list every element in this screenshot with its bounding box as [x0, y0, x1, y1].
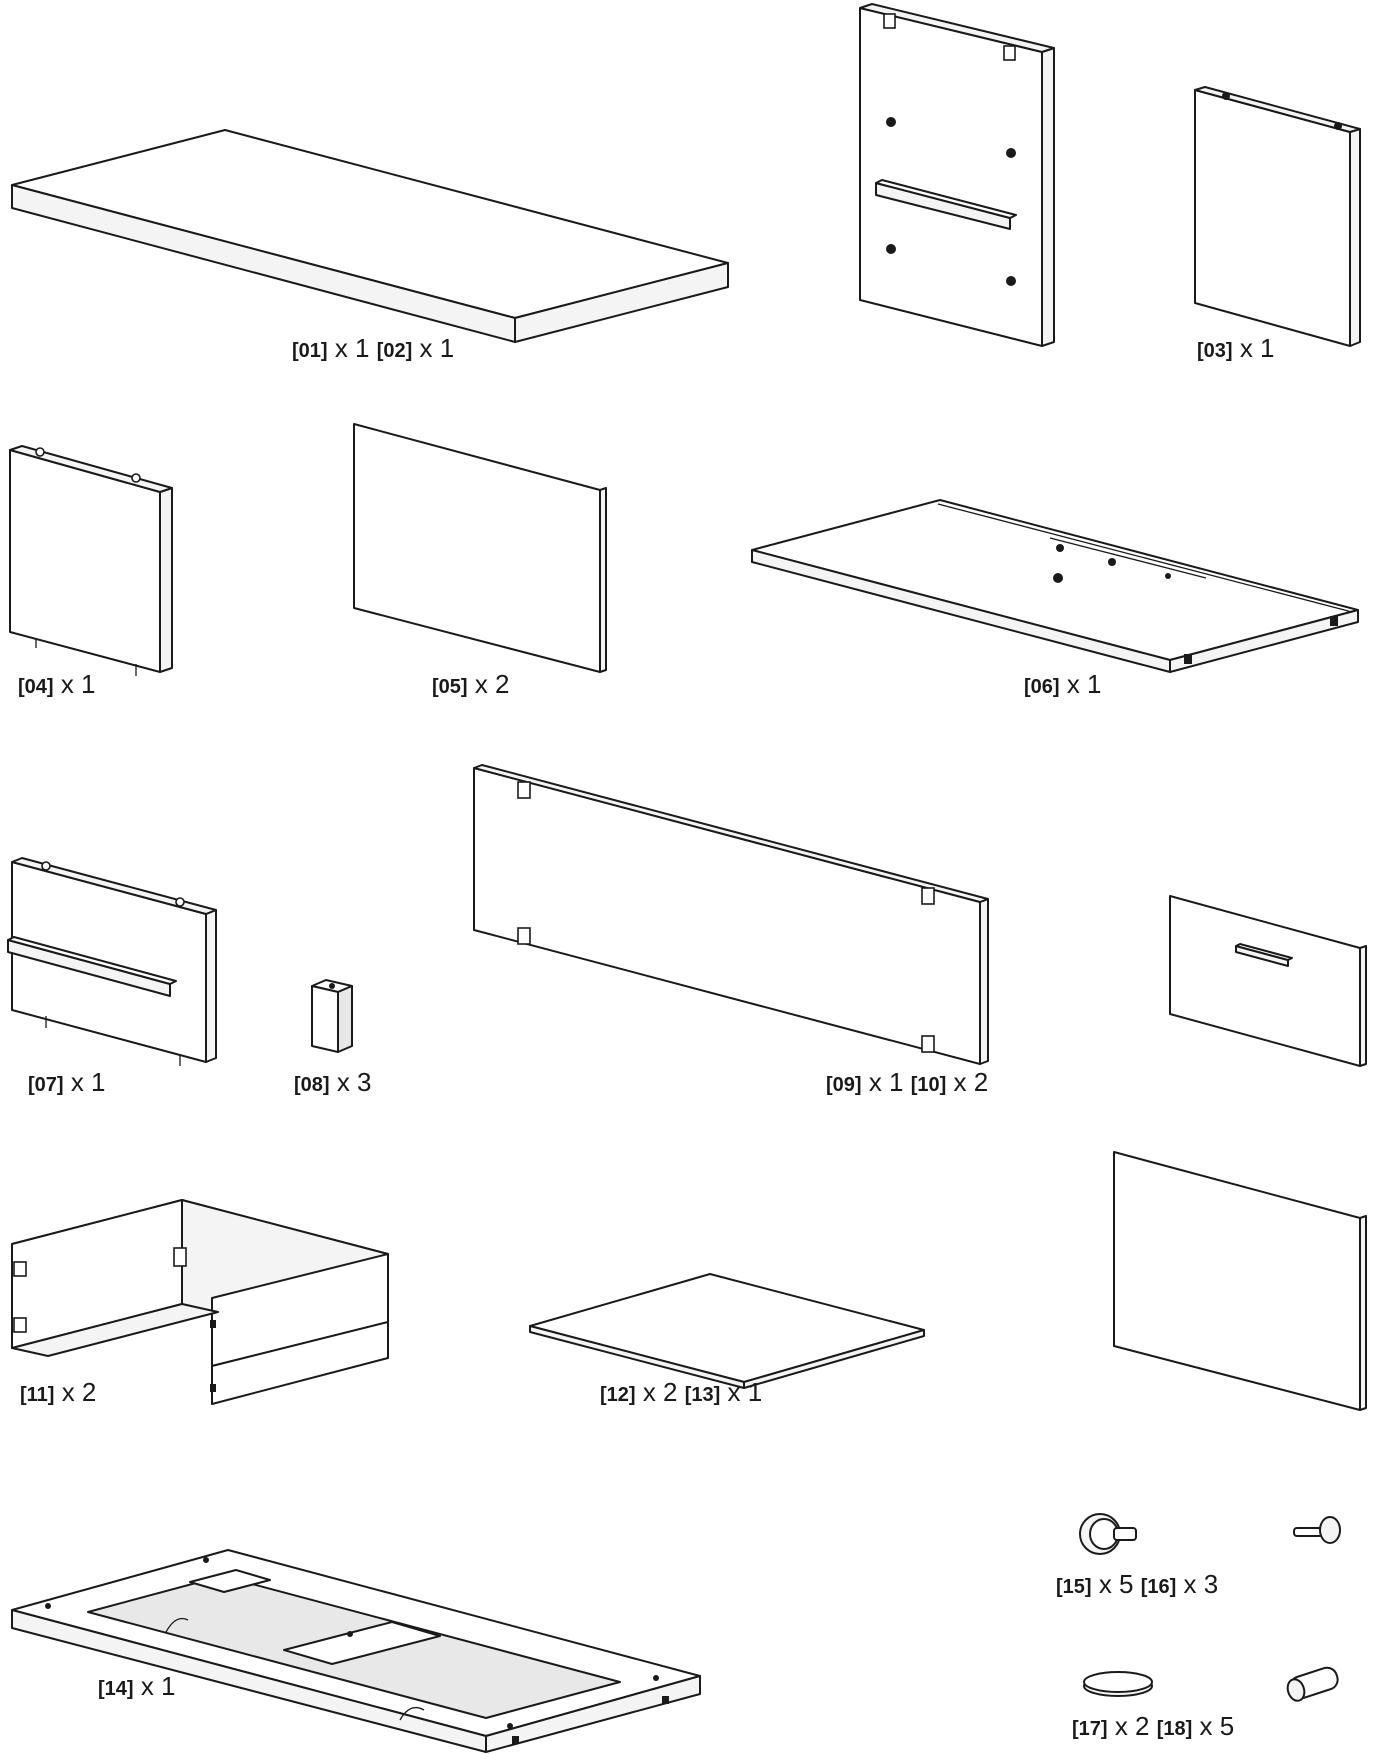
disc-17-drawing — [1083, 1671, 1153, 1697]
base-plate-06-drawing — [751, 499, 1359, 673]
part-qty: x 1 — [419, 333, 455, 363]
part-label-14: [14] x 1 — [98, 1672, 176, 1703]
part-qty: x 1 — [70, 1067, 106, 1097]
part-label-11: [11] x 2 — [20, 1378, 96, 1409]
part-qty: x 2 — [61, 1377, 97, 1407]
part-code: [06] — [1024, 676, 1060, 698]
part-code: [14] — [98, 1678, 134, 1700]
part-code: [17] — [1072, 1718, 1108, 1740]
part-qty: x 3 — [1183, 1569, 1219, 1599]
part-code: [13] — [684, 1384, 721, 1406]
side-panel-with-rail-drawing — [859, 3, 1055, 347]
part-code: [08] — [294, 1074, 330, 1096]
back-panel-09-10-drawing — [473, 764, 989, 1065]
part-label-03: [03] x 1 — [1197, 334, 1275, 365]
knob-screw-16-drawing — [1293, 1516, 1341, 1544]
part-qty: x 1 — [140, 1671, 176, 1701]
part-code: [03] — [1197, 340, 1233, 362]
part-code: [04] — [18, 676, 54, 698]
part-qty: x 1 — [1239, 333, 1275, 363]
drawer-front-drawing — [1169, 895, 1367, 1067]
part-qty: x 2 — [953, 1067, 989, 1097]
part-label-08: [08] x 3 — [294, 1068, 372, 1099]
base-frame-14-drawing — [11, 1549, 701, 1753]
part-label-01-02: [01] x 1 [02] x 1 — [292, 334, 454, 365]
cam-lock-15-drawing — [1079, 1513, 1137, 1555]
part-code: [01] — [292, 340, 328, 362]
part-code: [07] — [28, 1074, 64, 1096]
part-label-12-13: [12] x 2 [13] x 1 — [600, 1378, 762, 1409]
part-qty: x 1 — [727, 1377, 763, 1407]
part-label-15-16: [15] x 5 [16] x 3 — [1056, 1570, 1218, 1601]
part-qty: x 1 — [334, 333, 370, 363]
board-05-drawing — [353, 423, 607, 673]
part-label-05: [05] x 2 — [432, 670, 510, 701]
part-qty: x 5 — [1098, 1569, 1134, 1599]
part-code: [11] — [20, 1384, 55, 1406]
part-qty: x 2 — [1114, 1711, 1150, 1741]
part-code: [05] — [432, 676, 468, 698]
part-qty: x 2 — [474, 669, 510, 699]
part-code: [12] — [600, 1384, 636, 1406]
part-code: [10] — [910, 1074, 947, 1096]
part-label-06: [06] x 1 — [1024, 670, 1102, 701]
part-qty: x 1 — [1066, 669, 1102, 699]
part-label-17-18: [17] x 2 [18] x 5 — [1072, 1712, 1234, 1743]
part-label-07: [07] x 1 — [28, 1068, 106, 1099]
part-qty: x 5 — [1199, 1711, 1235, 1741]
part-code: [18] — [1156, 1718, 1193, 1740]
part-qty: x 3 — [336, 1067, 372, 1097]
dowel-18-drawing — [1286, 1666, 1339, 1702]
sheet-12-13-drawing — [529, 1273, 925, 1389]
panel-top-01-02-drawing — [11, 129, 729, 343]
part-qty: x 1 — [60, 669, 96, 699]
part-code: [02] — [376, 340, 413, 362]
panel-03-drawing — [1194, 86, 1361, 347]
part-qty: x 2 — [642, 1377, 678, 1407]
block-08-drawing — [311, 979, 353, 1053]
drawer-box-11-drawing — [11, 1199, 389, 1405]
part-qty: x 1 — [868, 1067, 904, 1097]
part-code: [09] — [826, 1074, 862, 1096]
part-code: [15] — [1056, 1576, 1092, 1598]
panel-04-drawing — [9, 445, 173, 676]
board-right-drawing — [1113, 1151, 1367, 1411]
part-label-09-10: [09] x 1 [10] x 2 — [826, 1068, 988, 1099]
part-code: [16] — [1140, 1576, 1177, 1598]
panel-07-drawing — [7, 857, 217, 1066]
part-label-04: [04] x 1 — [18, 670, 96, 701]
